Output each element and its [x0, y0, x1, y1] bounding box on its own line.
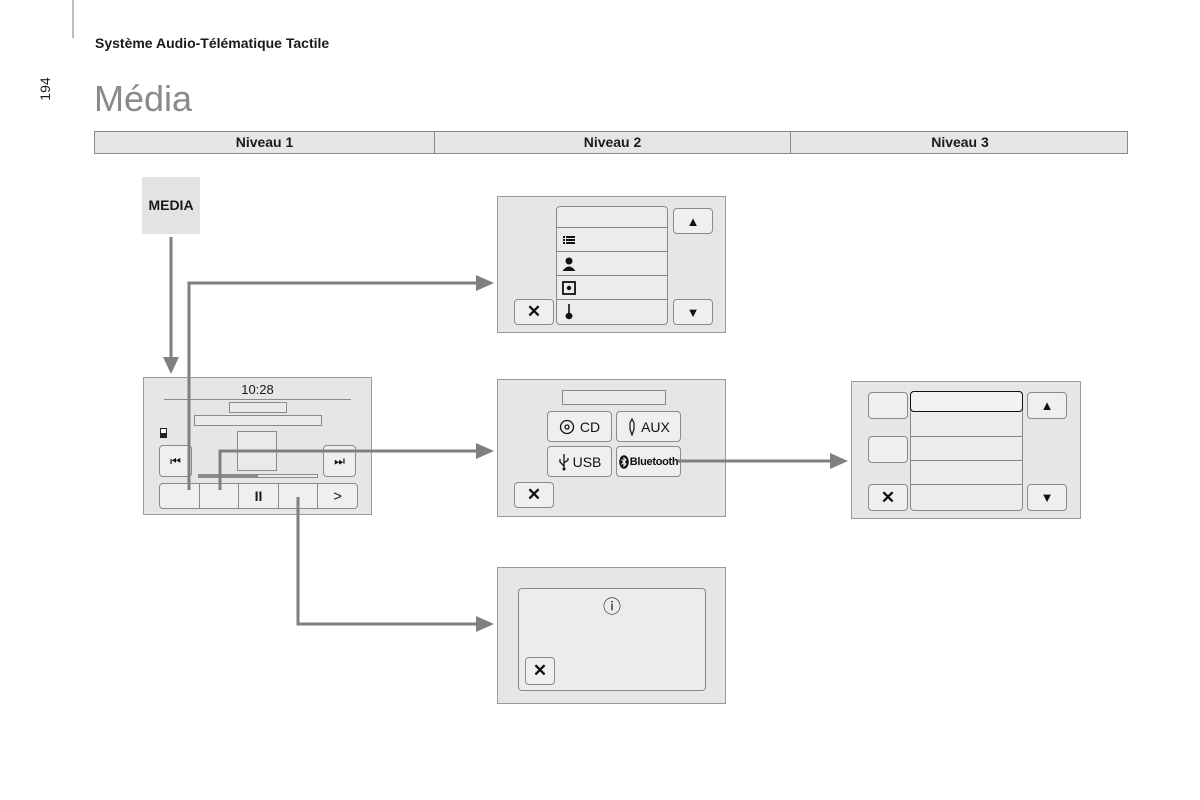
device-row[interactable]: [911, 436, 1022, 461]
bluetooth-source-button[interactable]: Bluetooth: [616, 446, 681, 477]
bottom-bar-button-1[interactable]: [160, 484, 200, 508]
previous-track-button[interactable]: ⏮: [159, 445, 192, 477]
guitar-icon: [565, 304, 573, 320]
album-icon: [562, 281, 576, 295]
aux-label: AUX: [641, 418, 670, 435]
main-media-screen: 10:28 ⏮ ⏭ II >: [143, 377, 372, 515]
level-3-header: Niveau 3: [931, 134, 989, 150]
device-row[interactable]: [911, 484, 1022, 509]
device-list: [910, 391, 1023, 511]
info-dialog: ⓘ ✕: [518, 588, 706, 691]
next-page-button[interactable]: >: [333, 487, 343, 505]
pause-button[interactable]: II: [239, 484, 279, 508]
cd-source-button[interactable]: CD: [547, 411, 612, 442]
close-button[interactable]: ✕: [525, 657, 555, 685]
list-item-genres[interactable]: [557, 299, 667, 324]
down-arrow-icon: ▼: [686, 304, 700, 320]
browse-list: [556, 206, 668, 325]
info-icon: ⓘ: [603, 597, 621, 617]
up-arrow-icon: ▲: [686, 213, 700, 229]
album-art-frame: [237, 431, 277, 471]
arrowhead: [830, 453, 848, 469]
bottom-button-bar: II >: [159, 483, 358, 509]
arrowhead: [476, 616, 494, 632]
usb-source-button[interactable]: USB: [547, 446, 612, 477]
title-field: [229, 402, 287, 413]
progress-bar[interactable]: [198, 474, 318, 478]
progress-bar-fill: [199, 475, 258, 477]
top-divider: [164, 399, 351, 400]
playlist-icon: [563, 236, 575, 244]
next-track-button[interactable]: ⏭: [323, 445, 356, 477]
scroll-down-button[interactable]: ▼: [1027, 484, 1067, 511]
section-title: Média: [94, 78, 193, 119]
level-header-row: Niveau 1 Niveau 2 Niveau 3: [94, 131, 1128, 154]
usb-icon: [558, 453, 569, 470]
down-arrow-icon: ▼: [1040, 490, 1054, 505]
source-select-screen: CD AUX USB Bluetooth ✕: [497, 379, 726, 517]
arrow-to-info: [296, 497, 478, 626]
level-2-header: Niveau 2: [435, 132, 791, 153]
margin-rule: [72, 0, 74, 38]
aux-source-button[interactable]: AUX: [616, 411, 681, 442]
bottom-bar-button-2[interactable]: [200, 484, 240, 508]
side-button-1[interactable]: [868, 392, 908, 419]
info-screen: ⓘ ✕: [497, 567, 726, 704]
scroll-up-button[interactable]: ▲: [1027, 392, 1067, 419]
close-icon: ✕: [526, 302, 542, 321]
scroll-up-button[interactable]: ▲: [673, 208, 713, 234]
clock: 10:28: [241, 382, 274, 397]
artist-field: [194, 415, 322, 426]
list-item-artists[interactable]: [557, 251, 667, 276]
list-item-playlists[interactable]: [557, 227, 667, 252]
chapter-title: Système Audio-Télématique Tactile: [95, 35, 330, 51]
list-item-albums[interactable]: [557, 275, 667, 300]
up-arrow-icon: ▲: [1040, 398, 1054, 413]
scroll-down-button[interactable]: ▼: [673, 299, 713, 325]
artist-icon: [562, 257, 576, 271]
device-row[interactable]: [911, 460, 1022, 485]
level-1-header: Niveau 1: [95, 132, 435, 153]
bluetooth-icon: [618, 454, 629, 469]
close-button[interactable]: ✕: [514, 299, 554, 325]
source-title-field: [562, 390, 666, 405]
arrowhead: [476, 275, 494, 291]
browse-screen: ▲ ▼ ✕: [497, 196, 726, 333]
arrowhead: [163, 357, 179, 374]
close-icon: ✕: [526, 485, 542, 504]
bluetooth-label: Bluetooth: [629, 455, 679, 468]
side-button-2[interactable]: [868, 436, 908, 463]
close-button[interactable]: ✕: [868, 484, 908, 511]
bottom-bar-button-4[interactable]: [279, 484, 319, 508]
close-icon: ✕: [532, 661, 548, 680]
media-key[interactable]: MEDIA: [142, 177, 200, 234]
jack-plug-icon: [629, 417, 635, 436]
close-button[interactable]: ✕: [514, 482, 554, 508]
disc-icon: [559, 419, 575, 434]
page-number: 194: [37, 77, 53, 101]
selected-device-row[interactable]: [910, 391, 1023, 412]
cd-label: CD: [579, 418, 601, 435]
bluetooth-device-screen: ▲ ▼ ✕: [851, 381, 1081, 519]
close-icon: ✕: [880, 487, 896, 507]
source-indicator-icon: [160, 428, 167, 438]
usb-label: USB: [572, 453, 602, 470]
arrowhead: [476, 443, 494, 459]
